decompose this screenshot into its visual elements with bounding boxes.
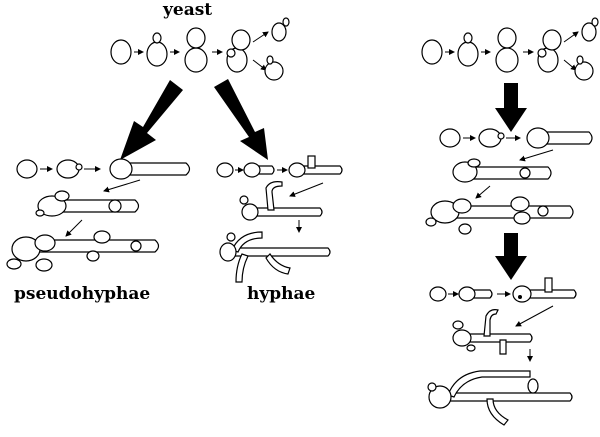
big-arrow-to-hyphae [214,79,268,160]
yeast-label: yeast [163,0,213,20]
right-pseudohyphae-sequence [425,127,593,235]
right-hyphae-sequence [427,277,577,426]
big-arrow-right-1 [495,83,527,132]
big-arrow-to-pseudohyphae [120,80,183,160]
pseudohyphae-sequence [6,158,191,272]
big-arrow-right-2 [495,233,527,280]
hyphae-sequence [216,155,343,283]
hyphae-label: hyphae [247,284,316,304]
yeast-budding-row [110,17,290,81]
pseudohyphae-label: pseudohyphae [14,284,151,304]
right-yeast-budding-row [421,17,599,81]
